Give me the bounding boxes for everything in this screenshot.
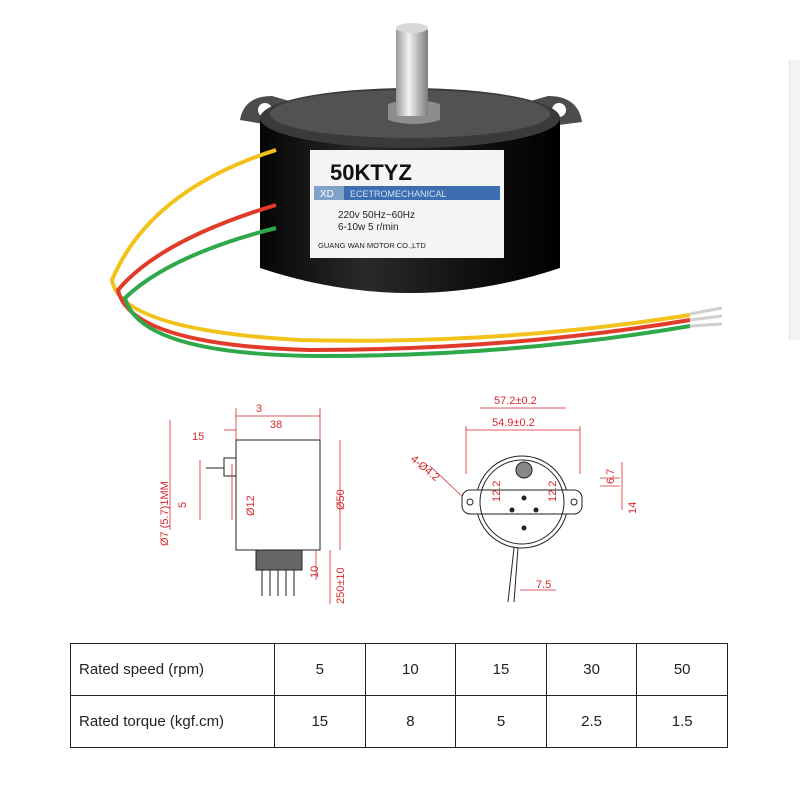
dimension-drawings: 3 38 15 Ø7 (5.7)1MM 5 Ø12 Ø50 10 250±10 …: [159, 395, 639, 604]
dim-57: 57.2±0.2: [494, 395, 537, 407]
table-cell: 10: [364, 643, 457, 696]
dim-5: 5: [177, 502, 189, 508]
table-cell: 30: [545, 643, 638, 696]
dim-12: Ø12: [245, 495, 257, 516]
motor-spec-line1: 220v 50Hz~60Hz: [338, 210, 415, 221]
motor-brand: XD: [320, 189, 334, 200]
table-cell: 8: [364, 695, 457, 748]
table-row: Rated speed (rpm) 5 10 15 30 50: [70, 643, 728, 696]
table-cell: 50: [636, 643, 728, 696]
dim-75: 7.5: [536, 579, 551, 591]
side-view: [206, 439, 321, 596]
spec-table: Rated speed (rpm) 5 10 15 30 50 Rated to…: [70, 643, 728, 748]
motor-maker: GUANG WAN MOTOR CO.,LTD: [318, 241, 426, 250]
table-cell: 5: [274, 643, 366, 696]
motor-photo: 50KTYZ XD ECETROMECHANICAL 220v 50Hz~60H…: [109, 23, 723, 359]
page-edge: [789, 60, 800, 340]
dim-holes: 4-Ø4.2: [408, 453, 441, 484]
dim-shaft: Ø7 (5.7)1MM: [159, 481, 171, 546]
dim-50: Ø50: [335, 489, 347, 510]
table-cell: 2.5: [545, 695, 638, 748]
table-row: Rated torque (kgf.cm) 15 8 5 2.5 1.5: [70, 695, 728, 748]
dim-250: 250±10: [335, 567, 347, 604]
table-cell: 5: [455, 695, 547, 748]
dim-3: 3: [256, 403, 262, 415]
dim-67: 6.7: [605, 469, 617, 484]
dim-54: 54.9±0.2: [492, 417, 535, 429]
row-label: Rated speed (rpm): [70, 643, 275, 696]
table-cell: 15: [274, 695, 366, 748]
dim-15: 15: [192, 431, 204, 443]
table-cell: 1.5: [636, 695, 728, 748]
motor-model: 50KTYZ: [330, 160, 412, 185]
dim-12b: 12.2: [547, 481, 559, 502]
motor-series: ECETROMECHANICAL: [350, 189, 447, 199]
front-view: [461, 455, 583, 603]
dim-14: 14: [627, 502, 639, 514]
table-cell: 15: [455, 643, 547, 696]
dim-10: 10: [309, 566, 321, 578]
dim-12a: 12.2: [491, 481, 503, 502]
motor-spec-line2: 6-10w 5 r/min: [338, 222, 399, 233]
row-label: Rated torque (kgf.cm): [70, 695, 275, 748]
dim-38: 38: [270, 419, 282, 431]
